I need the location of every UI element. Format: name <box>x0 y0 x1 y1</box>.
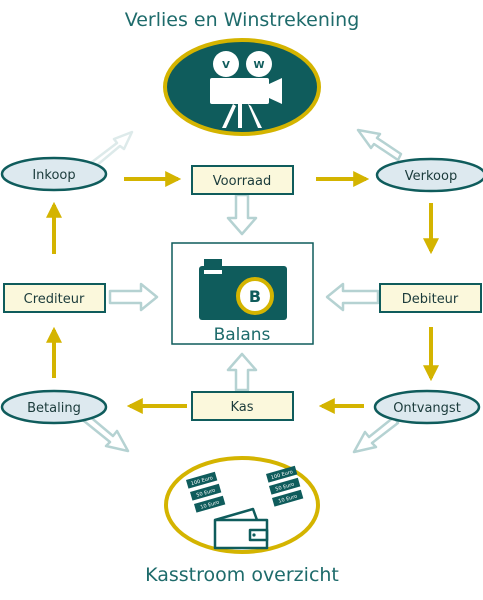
banknote-10-right: 10 Euro <box>278 494 298 505</box>
hollow-arrow-kas-to-balans <box>226 352 258 392</box>
banknote-10-left: 10 Euro <box>200 500 220 511</box>
node-kas: Kas <box>191 391 294 421</box>
banknote-50-left: 50 Euro <box>196 488 216 499</box>
reel-label-v: V <box>222 60 230 71</box>
photo-camera-icon <box>199 259 287 320</box>
wallet-icon <box>213 507 269 550</box>
balans-panel: B Balans <box>171 242 314 345</box>
hollow-arrow-betaling-to-cashflow <box>82 413 130 453</box>
hollow-arrow-crediteur-to-balans <box>108 282 159 312</box>
reel-label-w: W <box>253 60 264 71</box>
balans-badge-letter: B <box>249 287 261 306</box>
hollow-arrow-inkoop-to-pl <box>90 130 134 168</box>
node-ontvangst-label: Ontvangst <box>393 401 461 416</box>
node-inkoop: Inkoop <box>0 156 108 192</box>
node-debiteur-label: Debiteur <box>402 292 459 307</box>
node-betaling-label: Betaling <box>27 401 81 416</box>
node-voorraad-label: Voorraad <box>213 174 271 189</box>
gold-arrows <box>46 171 439 414</box>
banknotes-left: 100 Euro 50 Euro 10 Euro <box>186 471 226 513</box>
cashflow-emblem: 100 Euro 50 Euro 10 Euro 100 Euro 50 Eur… <box>164 456 320 554</box>
hollow-arrow-voorraad-to-balans <box>226 193 258 236</box>
node-voorraad: Voorraad <box>191 165 294 195</box>
banknote-100-left: 100 Euro <box>190 475 213 487</box>
balans-label: Balans <box>214 325 271 345</box>
node-kas-label: Kas <box>230 400 253 415</box>
film-camera-icon <box>210 51 282 128</box>
node-betaling: Betaling <box>0 389 108 425</box>
hollow-arrows <box>82 128 403 454</box>
title-kasstroom-overzicht: Kasstroom overzicht <box>145 564 339 586</box>
node-crediteur: Crediteur <box>3 283 106 313</box>
banknotes-right: 100 Euro 50 Euro 10 Euro <box>266 465 304 507</box>
banknote-50-right: 50 Euro <box>275 482 295 493</box>
profit-loss-emblem: V W <box>163 38 321 136</box>
hollow-arrow-ontvangst-to-cashflow <box>352 415 400 454</box>
title-verlies-en-winstrekening: Verlies en Winstrekening <box>125 9 360 31</box>
banknote-100-right: 100 Euro <box>270 469 293 481</box>
node-debiteur: Debiteur <box>379 283 482 313</box>
node-ontvangst: Ontvangst <box>373 389 481 425</box>
hollow-arrow-debiteur-to-balans <box>325 282 380 312</box>
hollow-arrow-verkoop-to-pl <box>356 128 403 162</box>
node-verkoop: Verkoop <box>375 157 483 193</box>
node-crediteur-label: Crediteur <box>24 292 85 307</box>
node-verkoop-label: Verkoop <box>405 169 457 184</box>
node-inkoop-label: Inkoop <box>32 168 75 183</box>
